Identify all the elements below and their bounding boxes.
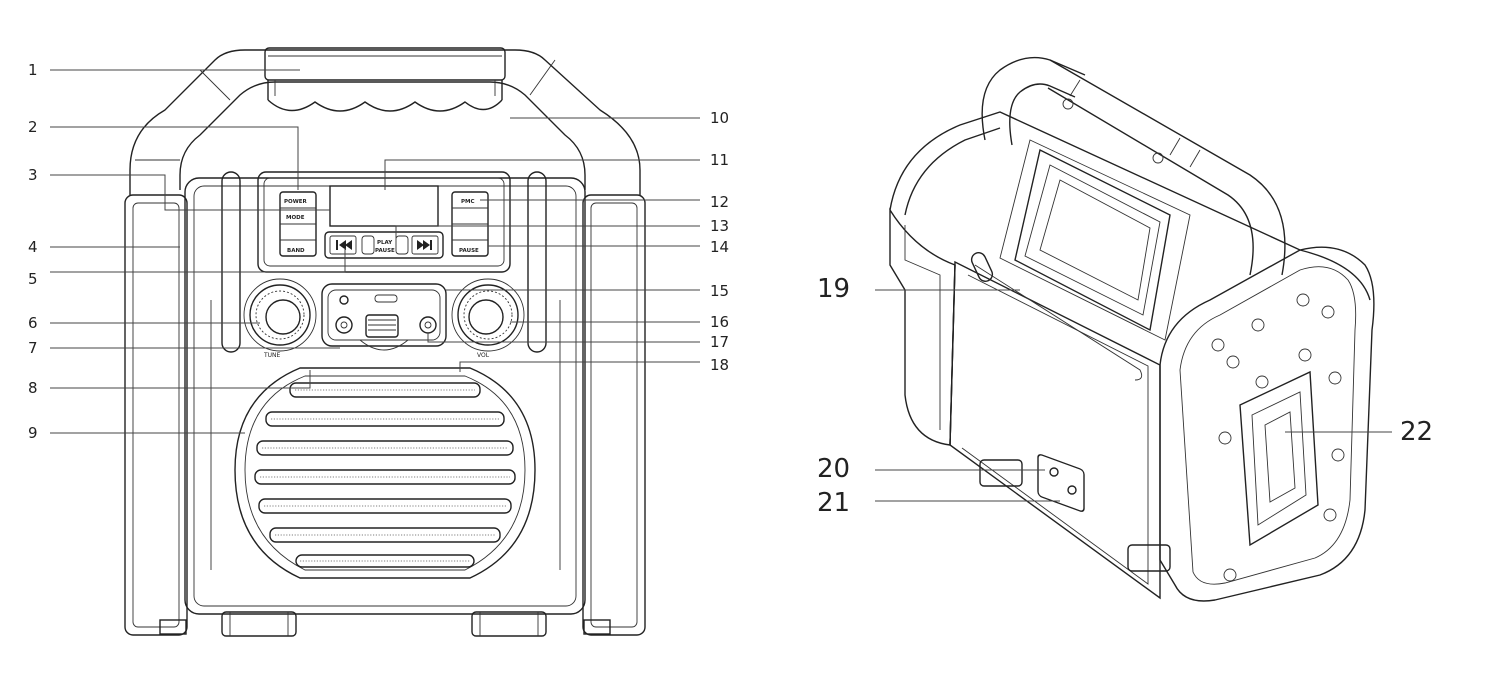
- front-long-face: [949, 252, 1161, 600]
- callout-18: 18: [710, 356, 729, 374]
- callout-22: 22: [1400, 417, 1433, 447]
- callout-17: 17: [710, 333, 729, 351]
- tune-knob: TUNE: [243, 278, 317, 359]
- callout-16: 16: [710, 313, 729, 331]
- leader-lines-right: [384, 117, 700, 372]
- callout-8: 8: [28, 379, 38, 397]
- right-end-plate: [1159, 246, 1375, 602]
- callout-2: 2: [28, 118, 38, 136]
- callout-10: 10: [710, 109, 729, 127]
- right-button-column: PMC PAUSE: [451, 191, 489, 257]
- tune-label: TUNE: [263, 352, 281, 359]
- callouts-side: 19 20 21 22: [817, 274, 1433, 518]
- callout-14: 14: [710, 238, 729, 256]
- callout-4: 4: [28, 238, 38, 256]
- side-foot-1: [979, 459, 1023, 487]
- foot-right: [471, 611, 547, 637]
- side-handle: [981, 56, 1286, 276]
- volume-knob: VOL: [451, 278, 525, 359]
- callout-5: 5: [28, 270, 38, 288]
- callout-13: 13: [710, 217, 729, 235]
- callout-11: 11: [710, 151, 729, 169]
- callout-21: 21: [817, 488, 850, 518]
- callouts-right: 10 11 12 13 14 15 16 17 18: [710, 109, 729, 374]
- transport-buttons: PLAY PAUSE: [324, 231, 444, 259]
- top-window: [999, 139, 1191, 341]
- callout-1: 1: [28, 61, 38, 79]
- pause-label: PAUSE: [375, 248, 395, 254]
- grille-slots: [254, 382, 516, 568]
- left-button-column: POWER MODE BAND: [279, 191, 317, 257]
- callout-9: 9: [28, 424, 38, 442]
- pair-label: PAUSE: [459, 248, 479, 254]
- port-panel: [321, 283, 447, 351]
- foot-left: [221, 611, 297, 637]
- callouts-left: 1 2 3 4 5 6 7 8 9: [28, 61, 38, 442]
- vol-label: VOL: [477, 352, 490, 359]
- callout-15: 15: [710, 282, 729, 300]
- mode-label: MODE: [286, 215, 305, 221]
- speaker-grille: [234, 367, 536, 579]
- right-bumper: [582, 194, 646, 636]
- callout-19: 19: [817, 274, 850, 304]
- front-handle-grip: [264, 47, 506, 112]
- callout-20: 20: [817, 454, 850, 484]
- leader-lines-side: [875, 289, 1392, 502]
- skip-back-icon: [336, 240, 352, 250]
- callout-12: 12: [710, 193, 729, 211]
- band-label: BAND: [287, 248, 305, 254]
- left-bumper: [124, 194, 188, 636]
- side-view-radio: [889, 56, 1375, 602]
- front-view-radio: POWER MODE BAND PMC PAUSE: [124, 47, 646, 637]
- skip-forward-icon: [417, 240, 432, 250]
- callout-7: 7: [28, 339, 38, 357]
- bolts: [1211, 293, 1345, 582]
- pmc-label: PMC: [461, 199, 475, 205]
- left-end-face: [889, 207, 956, 446]
- lcd-display: [329, 185, 439, 227]
- callout-6: 6: [28, 314, 38, 332]
- side-foot-2: [1127, 544, 1171, 572]
- end-handle-opening: [1239, 370, 1319, 547]
- side-port: [1037, 454, 1085, 512]
- power-label: POWER: [284, 199, 308, 205]
- control-panel: POWER MODE BAND PMC PAUSE: [257, 171, 511, 273]
- callout-3: 3: [28, 166, 38, 184]
- play-label: PLAY: [377, 240, 393, 246]
- leader-lines-left: [50, 69, 346, 434]
